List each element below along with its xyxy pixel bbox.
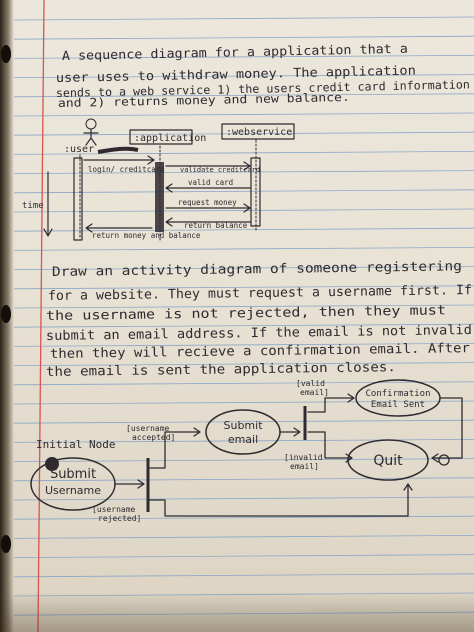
guard-accepted-1: [username — [126, 424, 170, 433]
ruled-line — [13, 55, 474, 59]
confirmation-line2: Email Sent — [371, 400, 425, 410]
application-box — [129, 129, 193, 145]
prompt2-line: the username is not rejected, then they … — [46, 303, 446, 324]
msg-login: login/ creditcard — [88, 165, 165, 174]
guard-rejected-1: [username — [92, 505, 136, 514]
lifeline-user: :user — [64, 144, 94, 155]
ruled-line — [13, 515, 474, 520]
guard-valid-2: email] — [300, 388, 329, 397]
prompt2-line: Draw an activity diagram of someone regi… — [52, 259, 462, 280]
prompt2-line: for a website. They must request a usern… — [48, 283, 472, 304]
submit-username-line1: Submit — [50, 467, 96, 482]
binder-hole — [1, 535, 11, 553]
application-activation — [155, 162, 164, 232]
ruled-line — [13, 592, 474, 597]
msg-valid-card: valid card — [188, 178, 233, 187]
ruled-line — [13, 35, 474, 40]
prompt1-line: A sequence diagram for a application tha… — [62, 41, 408, 63]
guard-invalid-2: email] — [290, 462, 319, 471]
guard-rejected-2: rejected] — [98, 514, 141, 523]
msg-return-balance: return balance — [184, 221, 248, 230]
submit-username-line2: Username — [45, 484, 101, 497]
submit-email-line2: email — [228, 433, 258, 446]
ruled-line — [13, 323, 474, 328]
ruled-line — [13, 285, 474, 290]
ruled-line — [13, 247, 474, 251]
prompt2-line: then they will recieve a confirmation em… — [50, 341, 470, 362]
ruled-line — [13, 304, 474, 309]
user-activation — [73, 157, 83, 241]
time-arrow — [43, 171, 53, 237]
binder-hole — [1, 45, 11, 63]
msg-validate: validate creditcard — [180, 166, 260, 174]
node-quit — [347, 439, 429, 481]
confirmation-line1: Confirmation — [365, 389, 430, 399]
ruled-line — [13, 535, 474, 539]
lifeline-application: :application — [134, 133, 206, 144]
ruled-line — [13, 573, 474, 578]
ruled-line — [13, 93, 474, 98]
ruled-line — [13, 362, 474, 366]
prompt2-line: submit an email address. If the email is… — [46, 323, 472, 344]
ruled-line — [13, 112, 474, 117]
prompt1-line: and 2) returns money and new balance. — [58, 90, 350, 110]
submit-email-line1: Submit — [223, 419, 263, 432]
sequence-diagram: :user :application :webservice login/ cr… — [22, 118, 295, 241]
ruled-line — [13, 170, 474, 174]
margin-line — [37, 0, 45, 632]
ruled-line — [13, 496, 474, 501]
actor-body — [83, 128, 99, 146]
binder-hole — [1, 305, 11, 323]
ruled-line — [13, 381, 474, 386]
prompt2-line: the email is sent the application closes… — [46, 360, 396, 380]
guard-valid-1: [valid — [296, 379, 325, 388]
ruled-line — [13, 400, 474, 405]
node-submit-email — [205, 409, 281, 455]
quit-label: Quit — [373, 453, 403, 469]
webservice-box — [221, 123, 295, 140]
final-node — [438, 454, 450, 466]
ruled-line — [13, 343, 474, 347]
ruled-line — [13, 611, 474, 616]
time-label: time — [22, 201, 44, 211]
initial-node-label: Initial Node — [36, 438, 115, 451]
lifeline-webservice: :webservice — [226, 127, 292, 138]
ruled-line — [13, 74, 474, 78]
guard-accepted-2: accepted] — [132, 433, 175, 442]
activity-diagram: Initial Node Submit Username [username a… — [30, 379, 463, 523]
actor-head — [85, 118, 97, 130]
guard-invalid-1: [invalid — [284, 453, 323, 462]
ruled-line — [13, 477, 474, 482]
ruled-line — [13, 189, 474, 194]
ruled-line — [13, 419, 474, 424]
msg-return-money: return money and balance — [92, 231, 201, 240]
ruled-line — [13, 266, 474, 270]
ruled-line — [13, 208, 474, 213]
ruled-line — [13, 554, 474, 558]
msg-request-money: request money — [178, 198, 237, 207]
webservice-activation — [250, 157, 261, 227]
ruled-line — [13, 151, 474, 155]
ruled-line — [13, 16, 474, 21]
page-shadow-bottom — [0, 592, 474, 632]
